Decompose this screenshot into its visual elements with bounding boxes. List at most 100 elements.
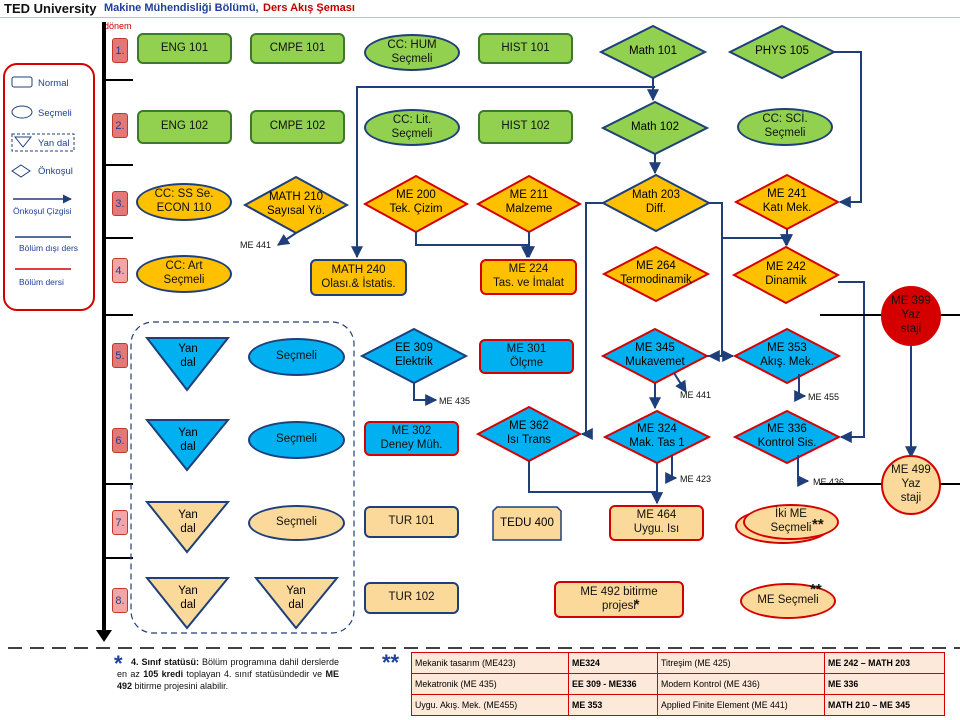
cc-sci-oval: CC: SCİ. Seçmeli (737, 108, 833, 146)
arrow-me242-me336 (838, 281, 865, 443)
ref-me441-a: ME 441 (240, 240, 272, 250)
legend-side-field-frame (11, 133, 75, 152)
department-name: Makine Mühendisliği Bölümü, (104, 2, 259, 14)
me302-box: ME 302 Deney Müh. (364, 421, 459, 456)
arrow-me362-me464 (528, 461, 663, 505)
math101-diamond (598, 24, 708, 80)
table-cell: EE 309 - ME336 (568, 673, 658, 695)
ref-me455: ME 455 (808, 392, 840, 402)
legend-elective-shape (11, 105, 33, 119)
note-middle: toplayan 4. sınıf statüsündedir ve (183, 669, 326, 680)
arrow-phys105-me241 (834, 51, 862, 208)
status-note: 4. Sınıf statüsü: Bölüm programına dahil… (117, 656, 339, 692)
me-secmeli-oval: ME Seçmeli (740, 583, 836, 619)
table-cell: MATH 210 – ME 345 (824, 694, 945, 716)
university-name: TED University (4, 1, 97, 16)
phys105-diamond (727, 24, 837, 80)
note-star: * (114, 651, 123, 676)
me-secmeli-double-star: ** (810, 581, 822, 598)
arrow-math210-me441 (277, 232, 297, 246)
table-row: Uygu. Akış. Mek. (ME455) ME 353 Applied … (411, 694, 945, 716)
cmpe102-box: CMPE 102 (250, 110, 345, 144)
table-cell: Modern Kontrol (ME 436) (657, 673, 825, 695)
table-row: Mekatronik (ME 435) EE 309 - ME336 Moder… (411, 673, 945, 695)
arrow-me200-me224 (415, 232, 533, 259)
me324-diamond (602, 409, 712, 465)
legend-dept-label: Bölüm dersi (19, 277, 64, 287)
iki-me-double-star: ** (812, 516, 824, 533)
arrow-me353-me455 (794, 374, 807, 402)
me492-star: * (634, 596, 640, 612)
semester-marker-3: 3. (112, 191, 128, 216)
me242-diamond (731, 245, 841, 305)
me362-diamond (475, 405, 583, 463)
me200-diamond (362, 174, 470, 234)
semester-label: dönem (104, 21, 132, 31)
math210-diamond (242, 175, 350, 235)
ref-me435: ME 435 (439, 396, 471, 406)
note-credits: 105 kredi (143, 669, 184, 680)
side-branch-triangle-5 (144, 337, 231, 392)
legend-panel: Normal Seçmeli Yan dal Önkoşul Önkoşul Ç… (3, 63, 95, 311)
me353-diamond (732, 327, 842, 385)
legend-elective-label: Seçmeli (38, 108, 72, 119)
math240-box: MATH 240 Olası.& İstatis. (310, 259, 407, 296)
chart-title: Ders Akış Şeması (263, 2, 355, 14)
me336-diamond (732, 409, 842, 465)
legend-prereq-shape (11, 164, 31, 178)
note-tail: bitirme projesini alabilir. (132, 681, 229, 692)
cmpe101-box: CMPE 101 (250, 33, 345, 64)
me224-box: ME 224 Tas. ve İmalat (480, 259, 577, 295)
ref-me423: ME 423 (680, 474, 712, 484)
secmeli-oval-5: Seçmeli (248, 338, 345, 376)
table-cell: Uygu. Akış. Mek. (ME455) (411, 694, 569, 716)
me464-box: ME 464 Uygu. Isı (609, 505, 704, 541)
arrow-me336-me436 (797, 455, 810, 487)
ref-me441-b: ME 441 (680, 390, 712, 400)
legend-normal-label: Normal (38, 78, 69, 89)
note-lead: 4. Sınıf statüsü: (131, 657, 199, 667)
semester-marker-6: 6. (112, 428, 128, 453)
eng102-box: ENG 102 (137, 110, 232, 144)
tedu400-shape (492, 506, 562, 541)
arrow-me324-me423 (665, 455, 678, 484)
timeline-arrowhead (96, 630, 112, 642)
table-row: Mekanik tasarım (ME423) ME324 Titreşim (… (411, 652, 945, 674)
side-branch-triangle-6 (144, 419, 231, 472)
cc-hum-oval: CC: HUM Seçmeli (364, 34, 460, 71)
note-body: Bölüm programına dahil derslerde en az (117, 657, 339, 680)
semester-marker-1: 1. (112, 38, 128, 63)
table-cell: ME324 (568, 652, 658, 674)
note-course: ME 492 (117, 669, 339, 692)
header-rule (0, 17, 960, 18)
tur102-box: TUR 102 (364, 582, 459, 614)
side-branch-triangle-8b (253, 577, 340, 630)
table-cell: ME 336 (824, 673, 945, 695)
legend-side-field-shape (13, 136, 33, 148)
arrow-math203-me345 (707, 202, 723, 362)
me499-circle: ME 499 Yaz staji (881, 455, 941, 515)
side-branch-triangle-8a (144, 577, 231, 630)
cc-lit-oval: CC: Lit. Seçmeli (364, 109, 460, 146)
semester-marker-8: 8. (112, 588, 128, 613)
semester-marker-4: 4. (112, 258, 128, 283)
arrow-math203-me362 (580, 202, 603, 440)
table-cell: Titreşim (ME 425) (657, 652, 825, 674)
secmeli-oval-6: Seçmeli (248, 421, 345, 459)
me345-diamond (600, 327, 710, 385)
table-cell: Mekatronik (ME 435) (411, 673, 569, 695)
legend-shapes (11, 76, 75, 270)
legend-normal-shape (11, 76, 33, 88)
me492-box: ME 492 bitirme projesi (554, 581, 684, 618)
legend-side-field-label: Yan dal (38, 138, 70, 149)
hist101-box: HIST 101 (478, 33, 573, 64)
ref-me436: ME 436 (813, 477, 845, 487)
hist102-box: HIST 102 (478, 110, 573, 144)
me211-diamond (475, 174, 583, 234)
iki-me-secmeli-oval: İki ME Seçmeli (743, 504, 839, 540)
me241-diamond (733, 173, 841, 231)
table-cell: ME 242 – MATH 203 (824, 652, 945, 674)
table-cell: Applied Finite Element (ME 441) (657, 694, 825, 716)
secmeli-oval-7: Seçmeli (248, 505, 345, 541)
arrow-to-math240 (351, 86, 655, 259)
